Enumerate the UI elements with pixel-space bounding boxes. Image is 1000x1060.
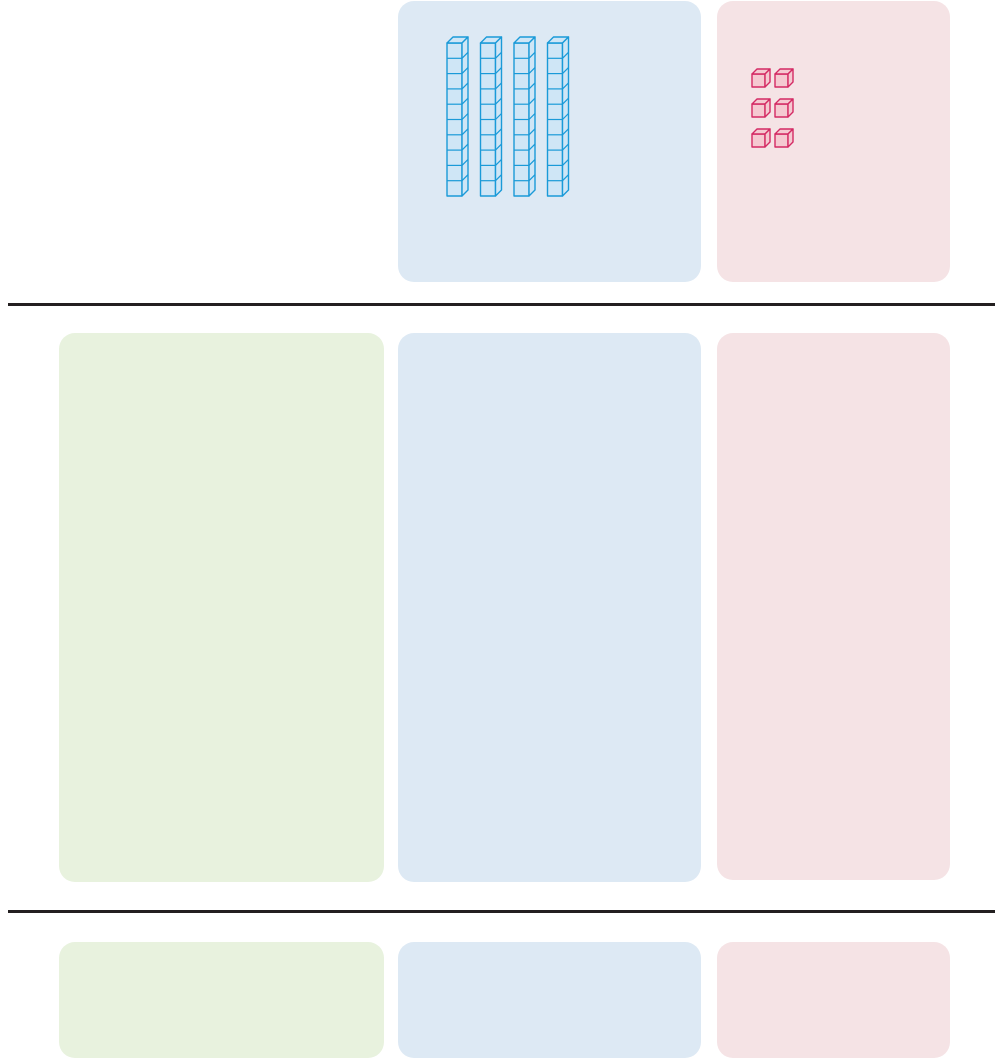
middle-ones-panel: [717, 333, 950, 880]
unit-cube-icon: [751, 98, 771, 118]
bottom-tens-panel: [398, 942, 701, 1058]
unit-cube-icon: [774, 128, 794, 148]
unit-cube-icon: [774, 68, 794, 88]
bottom-hundreds-panel: [59, 942, 384, 1058]
unit-cube-icon: [751, 68, 771, 88]
ten-rod-icon: [513, 36, 536, 197]
bottom-ones-panel: [717, 942, 950, 1058]
middle-hundreds-panel: [59, 333, 384, 882]
ten-rod-icon: [479, 36, 503, 197]
middle-tens-panel: [398, 333, 701, 882]
divider-line-bottom: [8, 910, 995, 913]
ten-rod-icon: [446, 36, 469, 197]
divider-line-top: [8, 303, 995, 306]
unit-cube-icon: [751, 128, 771, 148]
ten-rod-icon: [546, 36, 570, 197]
unit-cube-icon: [774, 98, 794, 118]
